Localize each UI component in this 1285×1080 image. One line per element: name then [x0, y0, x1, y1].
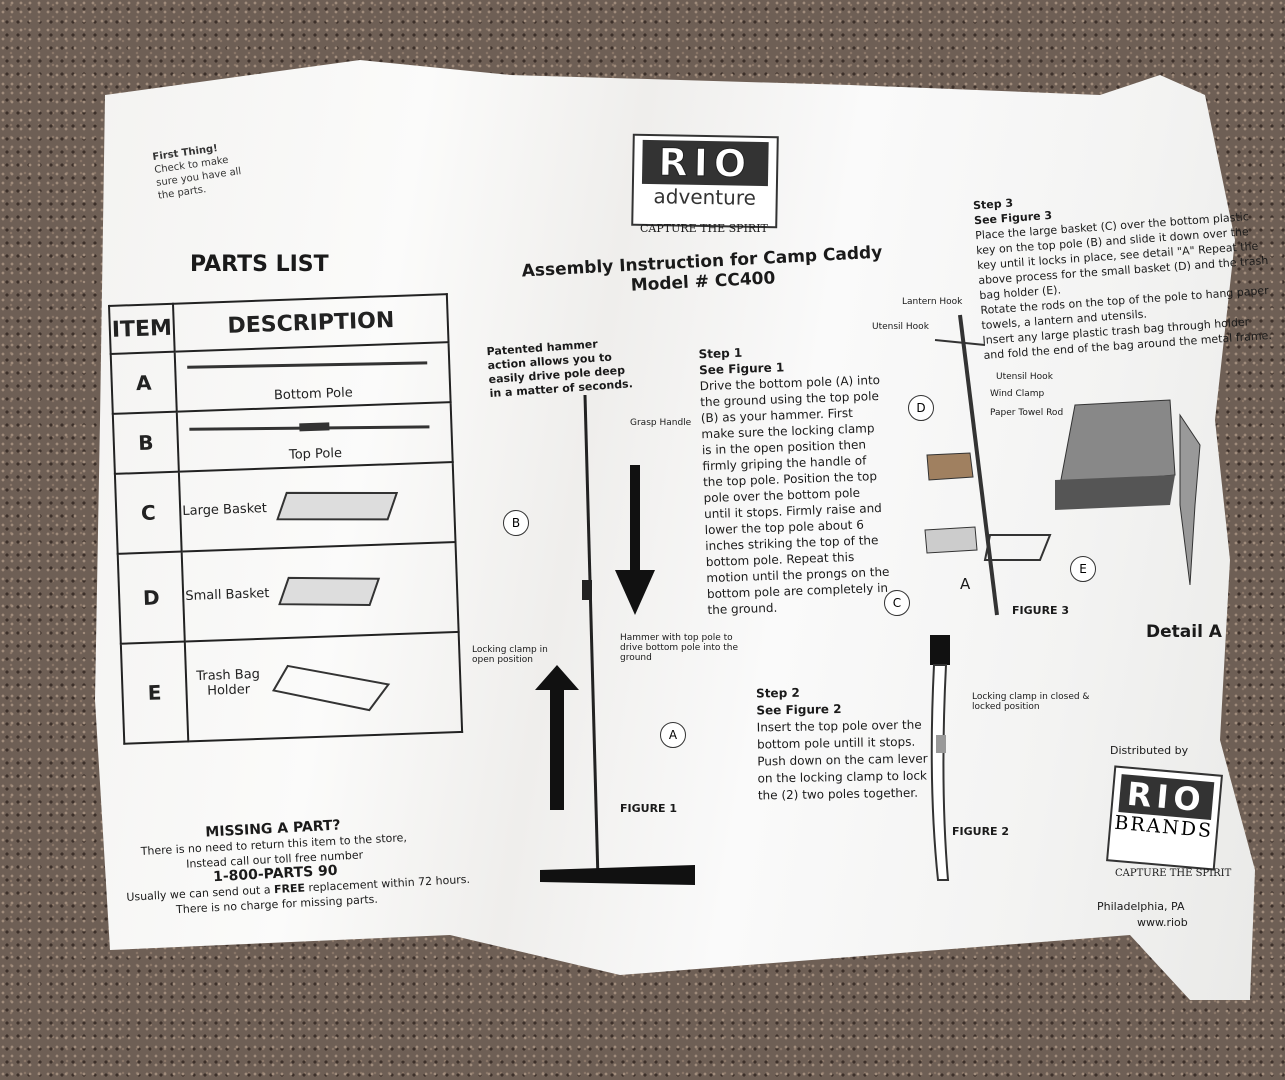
rio-brands-logo: RIO BRANDS: [1106, 765, 1223, 871]
item-desc: Small Basket: [181, 542, 459, 642]
locking-clamp-closed-label: Locking clamp in closed & locked positio…: [972, 692, 1090, 712]
item-header: ITEM: [109, 303, 175, 354]
item-desc: Trash Bag Holder: [184, 631, 463, 742]
parts-list-heading: PARTS LIST: [190, 252, 329, 277]
text-line: the (2) two poles together.: [757, 785, 919, 803]
callout-d: D: [908, 395, 934, 421]
item-id: B: [112, 411, 179, 474]
item-id: C: [114, 471, 182, 554]
logo-tagline: CAPTURE THE SPIRIT: [640, 222, 768, 235]
paper-towel-rod-label: Paper Towel Rod: [990, 408, 1064, 418]
item-desc: Large Basket: [178, 462, 456, 552]
brands-tagline: CAPTURE THE SPIRIT: [1115, 868, 1232, 879]
hammer-label: Hammer with top pole to drive bottom pol…: [620, 633, 739, 663]
distributor-website: www.riob: [1137, 916, 1188, 929]
logo-bottom: adventure: [653, 184, 757, 210]
item-desc: Bottom Pole: [174, 342, 451, 412]
rio-adventure-logo: RIO adventure: [631, 133, 779, 229]
wind-clamp-label: Wind Clamp: [990, 389, 1045, 399]
figure2-label: FIGURE 2: [952, 825, 1010, 838]
figure3-drawing: [924, 314, 1052, 616]
detail-a-label: Detail A: [1146, 622, 1222, 642]
arrow-a-label: A: [960, 575, 971, 593]
lantern-hook-label: Lantern Hook: [902, 297, 963, 307]
detail-a-drawing: [1055, 399, 1201, 586]
callout-a: A: [660, 722, 686, 748]
item-id: D: [117, 551, 185, 644]
text-line: FREE: [273, 881, 306, 897]
text-line: Large Basket: [182, 501, 268, 520]
callout-e: E: [1070, 556, 1096, 582]
grasp-handle-label: Grasp Handle: [630, 418, 692, 428]
distributor-city: Philadelphia, PA: [1097, 900, 1185, 913]
figure2-drawing: [930, 635, 950, 881]
distributed-by: Distributed by: [1110, 744, 1189, 757]
text-line: Trash Bag Holder: [196, 666, 261, 699]
text-line: Small Basket: [185, 586, 270, 604]
step2-text: Step 2 See Figure 2 Insert the top pole …: [756, 683, 928, 805]
callout-c: C: [884, 590, 910, 616]
figure3-label: FIGURE 3: [1012, 604, 1070, 617]
figure1-drawing: [535, 394, 695, 885]
step1-text: Step 1 See Figure 1 Drive the bottom pol…: [698, 340, 891, 618]
missing-part-section: MISSING A PART? There is no need to retu…: [123, 814, 470, 920]
item-id: E: [120, 641, 189, 744]
figure1-label: FIGURE 1: [620, 802, 678, 815]
utensil-hook-left-label: Utensil Hook: [872, 322, 929, 332]
callout-b: B: [503, 510, 529, 536]
logo-top: RIO: [641, 140, 769, 186]
item-id: A: [110, 351, 177, 414]
utensil-hook-right-label: Utensil Hook: [996, 372, 1053, 382]
item-desc: Top Pole: [176, 402, 453, 472]
locking-clamp-open-label: Locking clamp in open position: [472, 645, 548, 665]
